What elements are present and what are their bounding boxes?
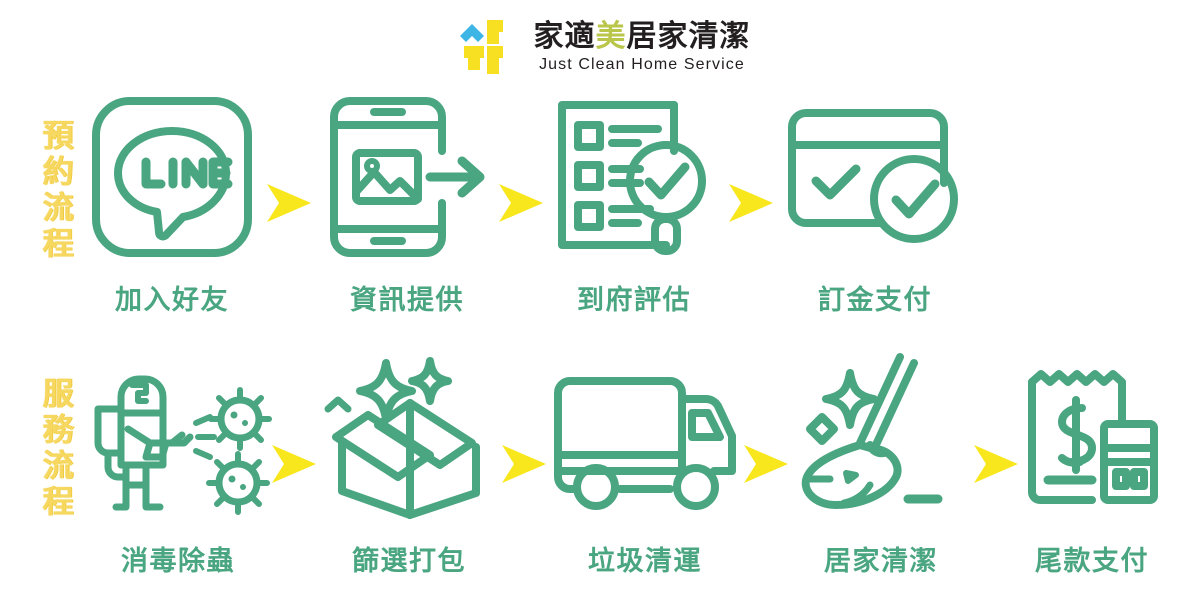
credit-card-check-icon (784, 89, 966, 264)
brand-name-cn-highlight: 美 (595, 19, 627, 53)
row-label-booking-process: 預約流程 (37, 119, 73, 263)
phone-photo-send-icon (322, 89, 492, 264)
booking-process-row: 加入好友 資訊提供 (88, 88, 1098, 318)
step-label-sort-and-pack: 篩選打包 (352, 546, 466, 576)
step-label-deposit-payment: 訂金支付 (818, 285, 932, 315)
line-app-icon (88, 89, 256, 264)
checklist-magnifier-icon (550, 89, 718, 264)
brand-name-cn-prefix: 家適 (533, 19, 596, 53)
chevron-arrow-right-icon (268, 377, 320, 552)
chevron-arrow-right-icon (256, 116, 322, 291)
brand-text-block: 家適美居家清潔 Just Clean Home Service (534, 20, 751, 75)
step-label-waste-removal: 垃圾清運 (588, 546, 702, 576)
step-deposit-payment[interactable]: 訂金支付 (784, 89, 966, 317)
brand-name-chinese: 家適美居家清潔 (534, 20, 751, 54)
chevron-arrow-right-icon (498, 377, 550, 552)
step-home-cleaning[interactable]: 居家清潔 (792, 350, 970, 578)
step-waste-removal[interactable]: 垃圾清運 (550, 350, 740, 578)
chevron-arrow-right-icon (740, 377, 792, 552)
step-onsite-estimate[interactable]: 到府評估 (550, 89, 718, 317)
row-label-service-process: 服務流程 (37, 377, 73, 521)
step-label-add-friend: 加入好友 (115, 285, 229, 315)
step-provide-info[interactable]: 資訊提供 (322, 89, 492, 317)
hazmat-sprayer-virus-icon (88, 350, 272, 525)
brand-name-english: Just Clean Home Service (539, 56, 745, 74)
open-box-sparkle-icon (320, 350, 498, 525)
step-add-friend[interactable]: 加入好友 (88, 89, 256, 317)
step-label-home-cleaning: 居家清潔 (824, 546, 938, 576)
chevron-arrow-right-icon (970, 377, 1022, 552)
house-cross-logo-icon (459, 20, 503, 74)
brand-name-cn-suffix: 居家清潔 (626, 19, 751, 53)
brand-header: 家適美居家清潔 Just Clean Home Service (0, 16, 1200, 78)
chevron-arrow-right-icon (718, 116, 784, 291)
box-truck-icon (550, 350, 740, 525)
chevron-arrow-right-icon (492, 116, 550, 291)
step-final-payment[interactable]: 尾款支付 (1022, 350, 1162, 578)
receipt-calculator-icon (1022, 350, 1162, 525)
broom-sparkle-icon (792, 350, 970, 525)
step-label-onsite-estimate: 到府評估 (577, 285, 691, 315)
step-label-final-payment: 尾款支付 (1035, 546, 1149, 576)
step-disinfection[interactable]: 消毒除蟲 (88, 350, 272, 578)
step-label-provide-info: 資訊提供 (350, 285, 464, 315)
step-sort-and-pack[interactable]: 篩選打包 (320, 350, 498, 578)
step-label-disinfection: 消毒除蟲 (121, 546, 235, 576)
service-process-row: 消毒除蟲 (88, 348, 1200, 580)
